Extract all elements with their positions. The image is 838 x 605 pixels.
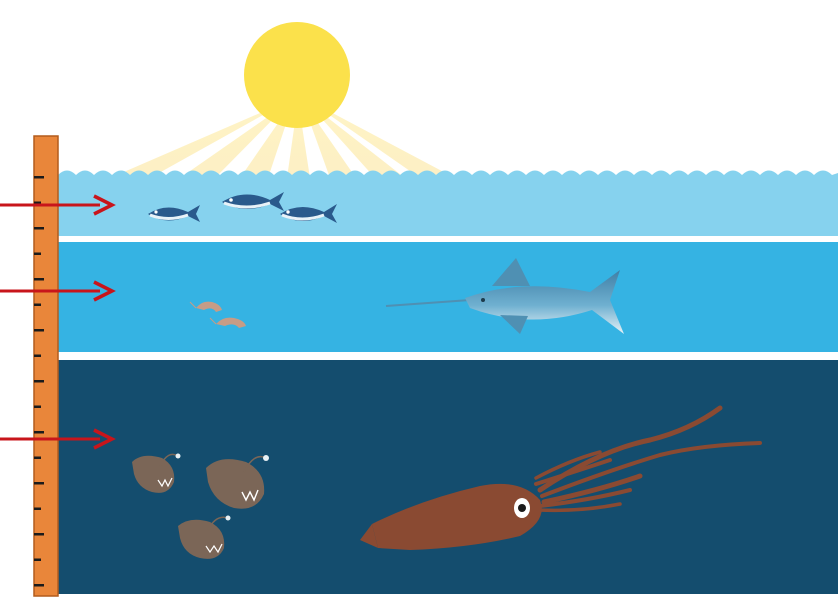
ruler-tick [34,227,44,230]
floor-edge [0,594,838,605]
twilight-zone [58,242,838,352]
ruler-tick [34,176,44,179]
ruler-tick [34,508,41,511]
ruler-tick [34,559,41,562]
surface-zone [58,171,838,237]
midnight-zone [58,360,838,594]
ruler-tick [34,380,44,383]
ruler-tick [34,253,41,256]
ruler-tick [34,406,41,409]
ruler-tick [34,457,41,460]
ruler-tick [34,355,41,358]
ruler-tick [34,329,44,332]
ruler-tick [34,533,44,536]
zone-separator [58,352,838,360]
ruler-tick [34,278,44,281]
ruler-tick [34,304,41,307]
ruler-tick [34,431,44,434]
sky [0,0,838,175]
ruler-tick [34,482,44,485]
ruler-tick [34,584,44,587]
zone-separator [58,236,838,242]
sun-icon [244,22,350,128]
